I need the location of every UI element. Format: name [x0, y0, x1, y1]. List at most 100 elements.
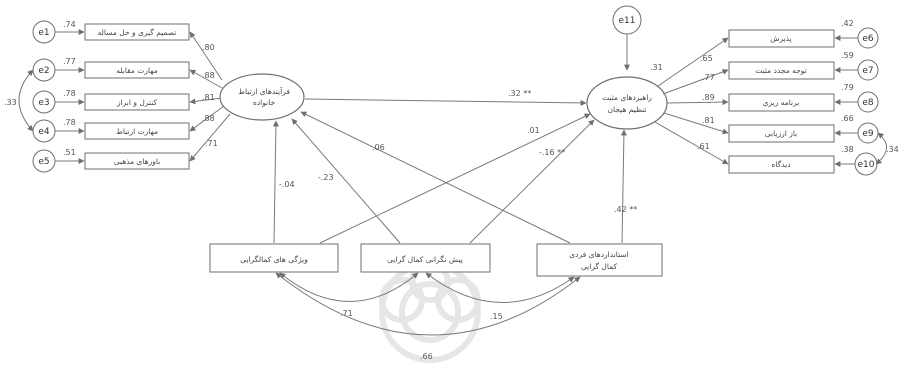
svg-text:باورهای مذهبی: باورهای مذهبی: [114, 157, 161, 166]
svg-text:توجه مجدد مثبت: توجه مجدد مثبت: [755, 66, 806, 75]
left-indicator-5: باورهای مذهبی: [84, 152, 190, 170]
left-indicator-3-loading: .78: [63, 89, 76, 98]
box1-right-coef: .01: [527, 126, 540, 135]
left-path-coef-4: .88: [202, 114, 215, 123]
svg-text:e5: e5: [38, 157, 49, 167]
watermark-ornament: [379, 261, 481, 363]
right-indicator-2-r2: .59: [841, 51, 854, 60]
svg-text:e1: e1: [38, 28, 49, 38]
left-indicator-2-loading: .77: [63, 57, 76, 66]
box1-to-right-latent: [319, 113, 591, 244]
right-load-arrow-2: [662, 69, 729, 95]
right-indicator-5: دیدگاه: [728, 155, 835, 174]
svg-text:برنامه ریزی: برنامه ریزی: [763, 98, 800, 107]
left-load-arrow-5: [189, 113, 231, 162]
left-error-e4: e4: [32, 119, 56, 143]
left-path-coef-2: .88: [202, 71, 215, 80]
right-indicator-4: باز ارزیابی: [728, 124, 835, 143]
svg-text:مهارت مقابله: مهارت مقابله: [116, 66, 158, 75]
cov-1-2-coef: .71: [340, 309, 353, 318]
box3-right-coef: .42 **: [614, 205, 637, 214]
left-indicator-2: مهارت مقابله: [84, 61, 190, 79]
main-path-coef: .32 **: [508, 89, 531, 98]
left-error-e5: e5: [32, 149, 56, 173]
cov-1-3-coef: .66: [420, 352, 433, 361]
right-error-e6: e6: [857, 27, 879, 49]
left-error-e2: e2: [32, 58, 56, 82]
bottom-box-3: استانداردهای فردی کمال گرایی: [536, 243, 663, 277]
svg-text:استانداردهای فردی: استانداردهای فردی: [569, 250, 628, 259]
svg-text:کمال گرایی: کمال گرایی: [581, 262, 618, 271]
svg-text:e8: e8: [862, 98, 874, 108]
box2-right-coef: -.16 **: [539, 148, 565, 157]
svg-text:e6: e6: [862, 34, 874, 44]
box1-left-coef: -.04: [279, 180, 295, 189]
bottom-box-1: ویژگی های کمالگرایی: [209, 243, 339, 273]
svg-text:تصمیم گیری و حل مساله: تصمیم گیری و حل مساله: [98, 28, 177, 37]
svg-text:e4: e4: [38, 127, 50, 137]
right-path-coef-1: .65: [700, 54, 713, 63]
bottom-box-2: پیش نگرانی کمال گرایی: [360, 243, 491, 273]
left-load-arrow-2: [189, 69, 223, 89]
left-latent-variable: فرآیندهای ارتباط خانواده: [219, 73, 305, 121]
main-structural-path: [304, 98, 587, 106]
svg-text:e9: e9: [862, 129, 874, 139]
right-error-covariance-arc: [875, 132, 887, 165]
right-path-coef-5: .61: [697, 142, 710, 151]
box3-to-left-latent: [300, 111, 571, 244]
svg-text:پذیرش: پذیرش: [770, 34, 791, 43]
left-load-arrow-3: [189, 97, 223, 105]
left-path-coef-1: .80: [202, 43, 215, 52]
box2-to-left-latent: [291, 118, 401, 244]
svg-text:e3: e3: [38, 98, 49, 108]
right-error-cov-coef: .34: [886, 145, 899, 154]
left-error-cov-coef: .33: [4, 98, 17, 107]
svg-text:ویژگی های کمالگرایی: ویژگی های کمالگرایی: [240, 255, 308, 264]
right-load-arrow-3: [666, 99, 729, 106]
box2-left-coef: -.23: [318, 173, 334, 182]
left-indicator-1: تصمیم گیری و حل مساله: [84, 23, 190, 41]
svg-text:e11: e11: [619, 16, 636, 26]
left-indicator-1-loading: .74: [63, 20, 76, 29]
svg-text:مهارت ارتباط: مهارت ارتباط: [116, 127, 158, 136]
right-load-arrow-5: [654, 121, 729, 165]
box3-to-right-latent: [620, 129, 627, 244]
right-error-e7: e7: [857, 59, 879, 81]
left-load-arrow-1: [189, 31, 223, 81]
right-latent-variable: راهبردهای مثبت تنظیم هیجان: [586, 76, 668, 130]
right-indicator-5-r2: .38: [841, 145, 854, 154]
box1-to-left-latent: [272, 120, 279, 244]
right-indicator-3-r2: .79: [841, 83, 854, 92]
box2-to-right-latent: [469, 119, 595, 244]
left-indicator-4-loading: .78: [63, 118, 76, 127]
cov-arc-2-3: [425, 272, 575, 303]
right-indicator-3: برنامه ریزی: [728, 93, 835, 112]
top-error-e11: e11: [612, 5, 642, 35]
svg-text:تنظیم هیجان: تنظیم هیجان: [608, 105, 647, 114]
right-indicator-4-r2: .66: [841, 114, 854, 123]
left-indicator-4: مهارت ارتباط: [84, 122, 190, 140]
svg-text:دیدگاه: دیدگاه: [771, 160, 790, 169]
svg-text:باز ارزیابی: باز ارزیابی: [765, 129, 797, 138]
right-load-arrow-4: [663, 112, 729, 135]
right-path-coef-3: .89: [702, 93, 715, 102]
svg-text:کنترل و ابراز: کنترل و ابراز: [116, 98, 158, 107]
svg-text:پیش نگرانی کمال گرایی: پیش نگرانی کمال گرایی: [387, 255, 463, 264]
right-latent-r2: .31: [650, 63, 663, 72]
left-error-e3: e3: [32, 90, 56, 114]
cov-arc-1-2: [279, 272, 419, 302]
left-indicator-5-loading: .51: [63, 148, 76, 157]
right-error-e10: e10: [854, 152, 878, 176]
right-path-coef-2: .77: [702, 73, 715, 82]
right-path-coef-4: .81: [702, 116, 715, 125]
right-load-arrow-1: [657, 37, 729, 87]
cov-arc-1-3: [275, 272, 581, 336]
svg-text:e7: e7: [862, 66, 873, 76]
left-error-e1: e1: [32, 20, 56, 44]
svg-text:فرآیندهای ارتباط: فرآیندهای ارتباط: [238, 86, 290, 96]
left-path-coef-5: .71: [205, 139, 218, 148]
left-error-covariance-arc: [18, 69, 34, 132]
right-error-e8: e8: [857, 91, 879, 113]
svg-text:e10: e10: [858, 160, 875, 170]
